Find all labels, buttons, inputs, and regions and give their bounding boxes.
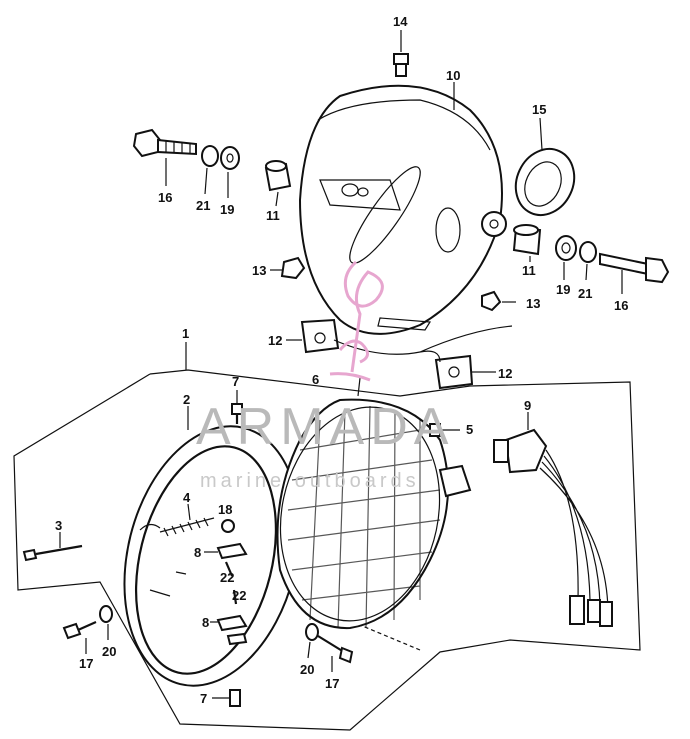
nut-right (481, 290, 516, 312)
callout-17-right: 17 (325, 676, 339, 691)
clip-8-upper (204, 542, 248, 560)
callout-6: 6 (312, 372, 319, 387)
callout-19-left: 19 (220, 202, 234, 217)
adjusting-screw (159, 503, 215, 537)
callout-7-top: 7 (232, 374, 239, 389)
callout-15: 15 (532, 102, 546, 117)
callout-16-right: 16 (614, 298, 628, 313)
callout-5: 5 (466, 422, 473, 437)
callout-1: 1 (182, 326, 189, 341)
callout-22-lower: 22 (232, 588, 246, 603)
callout-20-right: 20 (300, 662, 314, 677)
callout-8-upper: 8 (194, 545, 201, 560)
right-bolt-set (555, 235, 670, 294)
callout-19-right: 19 (556, 282, 570, 297)
nut-left (270, 256, 306, 280)
screw-7-bottom (212, 689, 241, 707)
screw-22-a (224, 561, 234, 577)
callout-18: 18 (218, 502, 232, 517)
bolt-17-left (62, 620, 97, 654)
callout-12-right: 12 (498, 366, 512, 381)
callout-22-upper: 22 (220, 570, 234, 585)
clip-8-lower (210, 614, 248, 632)
beam-clip (429, 423, 460, 437)
callout-8-lower: 8 (202, 615, 209, 630)
callout-16-left: 16 (158, 190, 172, 205)
callout-7-bottom: 7 (200, 691, 207, 706)
spacer-right (512, 224, 542, 262)
sealed-beam-unit (276, 377, 472, 630)
grommet (514, 117, 576, 217)
callout-20-left: 20 (102, 644, 116, 659)
callout-21-left: 21 (196, 198, 210, 213)
left-bolt-set (132, 128, 240, 198)
callout-2: 2 (183, 392, 190, 407)
nut-18 (221, 519, 235, 533)
assembly-outline (13, 369, 641, 731)
top-bolt (393, 30, 409, 77)
washer-20-left (99, 605, 113, 640)
callout-11-right: 11 (522, 263, 536, 278)
callout-17-left: 17 (79, 656, 93, 671)
callout-13-left: 13 (252, 263, 266, 278)
watermark-tagline: marine outboards (200, 470, 420, 492)
washer-20-right (305, 623, 319, 659)
callout-9: 9 (524, 398, 531, 413)
spacer-left (264, 160, 292, 207)
callout-21-right: 21 (578, 286, 592, 301)
callout-11-left: 11 (266, 208, 280, 223)
callout-12-left: 12 (268, 333, 282, 348)
bolt-17-right (317, 635, 354, 672)
callout-4: 4 (183, 490, 191, 505)
bracket-left (286, 318, 340, 354)
watermark-brand: ARMADA (196, 398, 454, 456)
screw-22-b (232, 589, 238, 605)
screw-7-top (231, 390, 243, 424)
callout-10: 10 (446, 68, 460, 83)
callout-13-right: 13 (526, 296, 540, 311)
headlight-case (298, 84, 507, 335)
socket-harness (493, 412, 613, 627)
callout-14: 14 (393, 14, 408, 29)
callout-3: 3 (55, 518, 62, 533)
side-screw (22, 532, 83, 562)
clip-8-bottom (226, 632, 248, 646)
brand-logo-mark (329, 260, 384, 382)
ground-wire (333, 325, 513, 363)
bracket-right (434, 354, 488, 390)
